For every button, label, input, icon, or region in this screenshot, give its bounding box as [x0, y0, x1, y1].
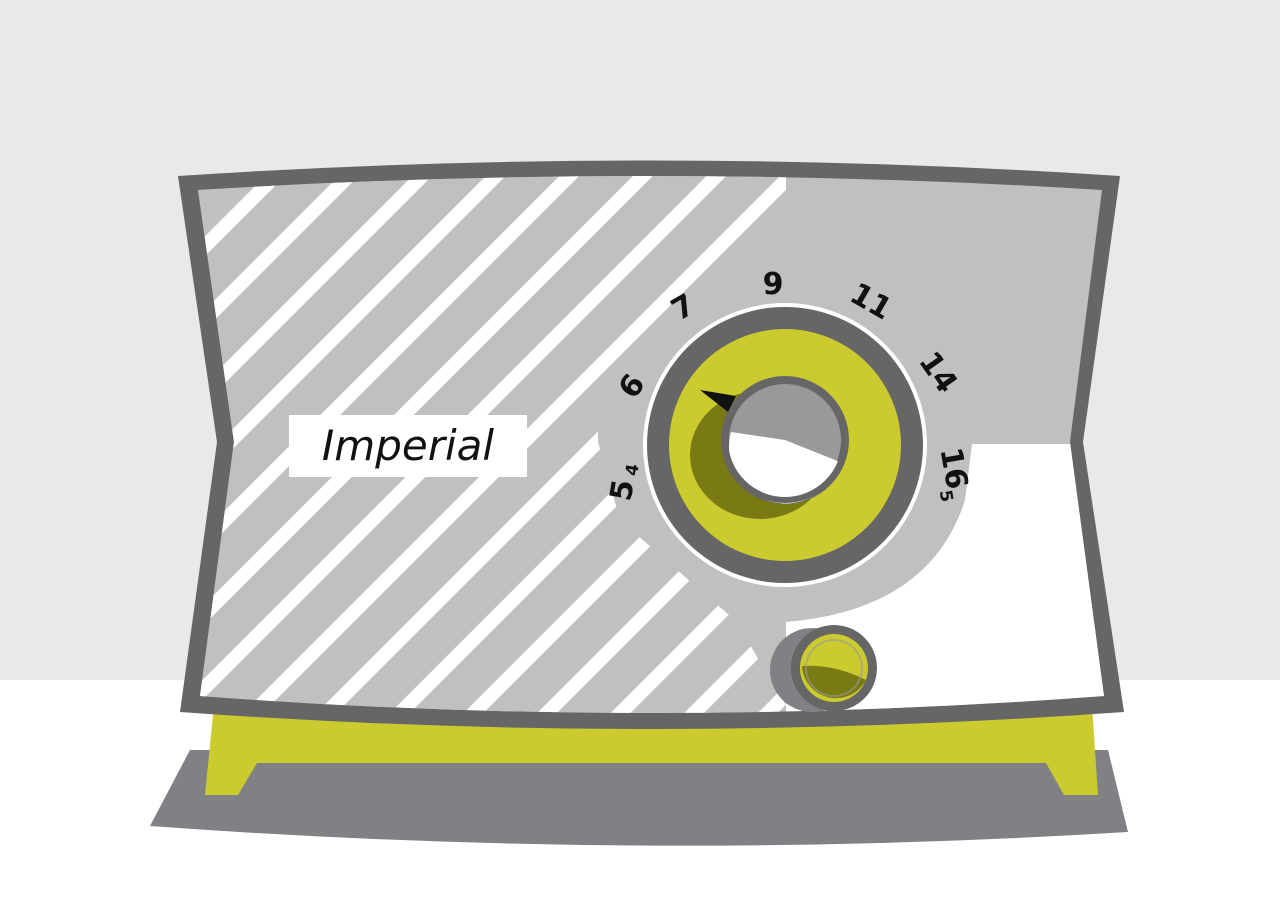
dial-label: 9 — [763, 267, 784, 302]
volume-knob-icon[interactable] — [770, 625, 877, 712]
svg-text:5: 5 — [935, 488, 957, 503]
svg-text:16: 16 — [932, 445, 974, 492]
svg-text:9: 9 — [763, 267, 784, 302]
brand-name: Imperial — [322, 421, 494, 470]
brand-plate — [289, 415, 527, 477]
dial-label: 16 5 — [932, 445, 974, 504]
tuning-knob-icon[interactable] — [643, 303, 927, 587]
svg-text:4: 4 — [622, 462, 644, 477]
dial-plate — [786, 444, 1104, 713]
radio-base-shadow — [150, 750, 1128, 846]
radio-stand — [205, 705, 1098, 795]
dial-pointer-icon — [700, 390, 736, 412]
